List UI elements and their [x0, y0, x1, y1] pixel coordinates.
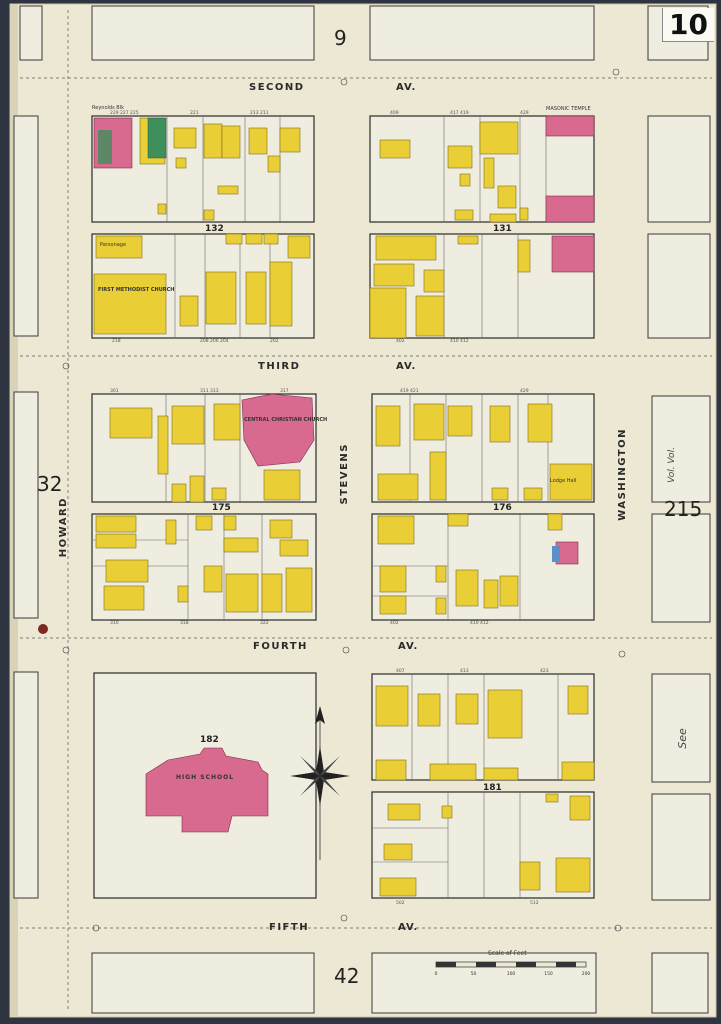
lot-annotations: 229 227 225 221 213 211 409 417 419 429 218 2…: [110, 110, 549, 906]
street-third-av: AV.: [396, 361, 417, 372]
svg-text:417 419: 417 419: [450, 110, 469, 116]
svg-text:407: 407: [396, 668, 405, 674]
street-washington: WASHINGTON: [617, 428, 628, 521]
svg-text:213 211: 213 211: [250, 110, 269, 116]
binding-hole: [38, 624, 48, 634]
svg-text:402: 402: [396, 338, 405, 344]
svg-text:429: 429: [520, 110, 529, 116]
svg-text:402: 402: [390, 620, 399, 626]
svg-text:311 313: 311 313: [200, 388, 219, 394]
svg-text:423: 423: [540, 668, 549, 674]
street-fifth-av: AV.: [398, 922, 419, 933]
adjoining-sheet-left: 32: [37, 472, 63, 496]
vol-note: Vol. Vol.: [666, 447, 677, 483]
scale-tick-label: 150: [544, 971, 553, 977]
sheet-number: 10: [662, 8, 714, 42]
partial-blocks-right: [647, 115, 711, 901]
label-parsonage: Parsonage: [100, 242, 127, 248]
block-132: 132: [205, 224, 224, 234]
svg-text:322: 322: [260, 620, 269, 626]
scale-tick-label: 50: [471, 971, 477, 977]
scale-tick-label: 100: [507, 971, 516, 977]
compass-rose-icon: [290, 716, 350, 860]
svg-text:310: 310: [110, 620, 119, 626]
label-central-christian: CENTRAL CHRISTIAN CHURCH: [244, 417, 328, 423]
svg-text:218: 218: [112, 338, 121, 344]
north-arrow-icon: [315, 706, 325, 724]
scale-label: Scale of Feet: [488, 950, 527, 957]
svg-text:419 421: 419 421: [400, 388, 419, 394]
brick-buildings: [93, 115, 595, 833]
block-131: 131: [493, 224, 512, 234]
svg-text:502: 502: [396, 900, 405, 906]
svg-text:317: 317: [280, 388, 289, 394]
street-third: THIRD: [258, 361, 301, 372]
svg-text:318: 318: [180, 620, 189, 626]
svg-text:221: 221: [190, 110, 199, 116]
block-175: 175: [212, 503, 231, 513]
adjoining-sheet-right: 215: [664, 497, 703, 521]
scale-bar: [435, 961, 587, 968]
frame-buildings: [93, 117, 595, 897]
block-181: 181: [483, 783, 502, 793]
street-stevens: STEVENS: [339, 443, 350, 505]
street-second: SECOND: [249, 82, 305, 93]
svg-text:301: 301: [110, 388, 119, 394]
svg-text:413: 413: [460, 668, 469, 674]
scale-tick-label: 0: [435, 971, 438, 977]
label-reynolds-blk: Reynolds Blk: [92, 105, 124, 111]
svg-text:512: 512: [530, 900, 539, 906]
svg-text:429: 429: [520, 388, 529, 394]
see-note-lower: See: [675, 728, 689, 749]
svg-text:229 227 225: 229 227 225: [110, 110, 139, 116]
street-fourth: FOURTH: [253, 641, 308, 652]
street-fifth: FIFTH: [269, 922, 310, 933]
partial-blocks-left: [13, 115, 39, 899]
label-lodge-hall: Lodge Hall: [550, 478, 577, 484]
scale-tick-label: 200: [582, 971, 591, 977]
street-howard: HOWARD: [58, 497, 69, 558]
svg-text:410 412: 410 412: [470, 620, 489, 626]
adjoining-sheet-bottom: 42: [334, 964, 360, 988]
svg-text:208 206 204: 208 206 204: [200, 338, 229, 344]
svg-text:202: 202: [270, 338, 279, 344]
svg-text:409: 409: [390, 110, 399, 116]
curb-lines: [20, 10, 712, 1010]
street-second-av: AV.: [396, 82, 417, 93]
label-masonic-temple: MASONIC TEMPLE: [546, 106, 591, 112]
label-first-methodist: FIRST METHODIST CHURCH: [98, 287, 175, 293]
svg-text:410 412: 410 412: [450, 338, 469, 344]
street-fourth-av: AV.: [398, 641, 419, 652]
block-182: 182: [200, 735, 219, 745]
label-high-school: HIGH SCHOOL: [176, 774, 235, 781]
hydrant-markers: [62, 68, 626, 932]
adjoining-sheet-top: 9: [334, 26, 347, 50]
partial-blocks-top: [19, 5, 709, 61]
block-176: 176: [493, 503, 512, 513]
